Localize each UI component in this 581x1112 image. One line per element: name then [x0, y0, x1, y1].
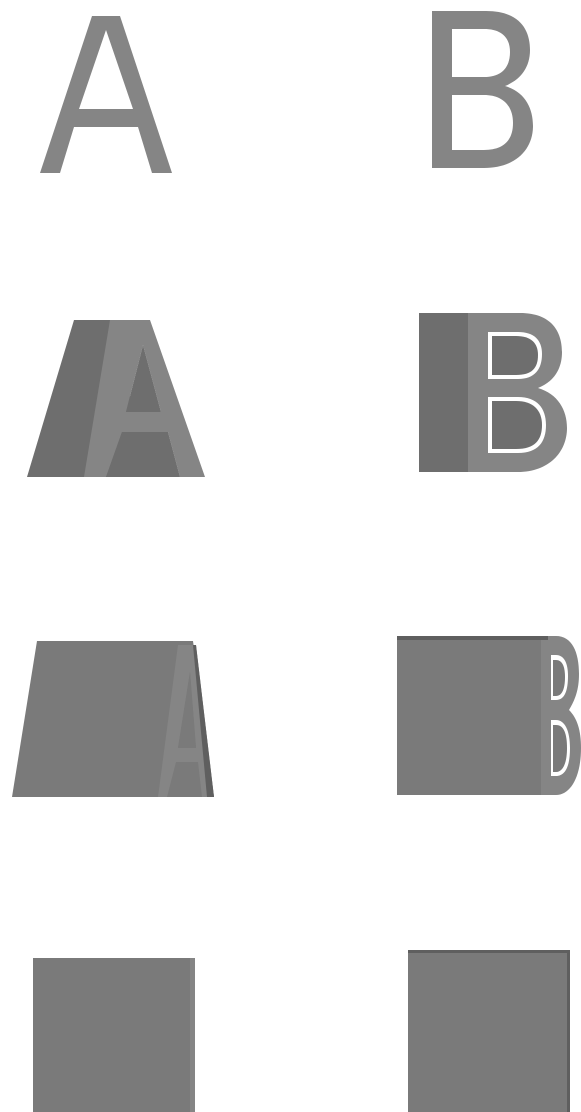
letter-b-plain [432, 11, 533, 168]
block-b-full [408, 950, 570, 1112]
row-shallow-extrusion [27, 313, 567, 477]
row-plain-letters [40, 11, 533, 173]
letter-a-deep-extrusion [12, 641, 214, 797]
letter-a-shallow-extrusion [27, 320, 205, 477]
letter-b-deep-extrusion [397, 636, 581, 795]
row-full-blocks [33, 950, 570, 1112]
letter-a-plain [40, 16, 172, 173]
letter-b-shallow-extrusion [419, 313, 567, 472]
row-deep-extrusion [12, 636, 581, 797]
block-a-full [33, 958, 195, 1112]
